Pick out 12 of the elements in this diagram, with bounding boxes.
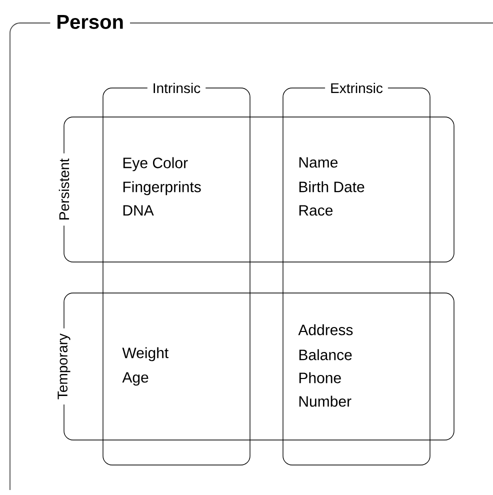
attribute-text: DNA (123, 205, 154, 216)
attribute-text: Birth Date (299, 181, 364, 192)
attribute-text: Weight (122, 347, 168, 362)
attribute-text: Name (299, 157, 338, 168)
attribute-text: Phone Number (299, 372, 352, 407)
attribute-text: Address (298, 324, 353, 336)
attribute-text: Race (299, 205, 333, 216)
attribute-text: Eye Color (123, 157, 188, 172)
attribute-text: Balance (299, 349, 352, 360)
attribute-text: Age (122, 372, 148, 386)
attribute-text: Fingerprints (123, 181, 201, 196)
node-label: Person (58, 15, 123, 29)
